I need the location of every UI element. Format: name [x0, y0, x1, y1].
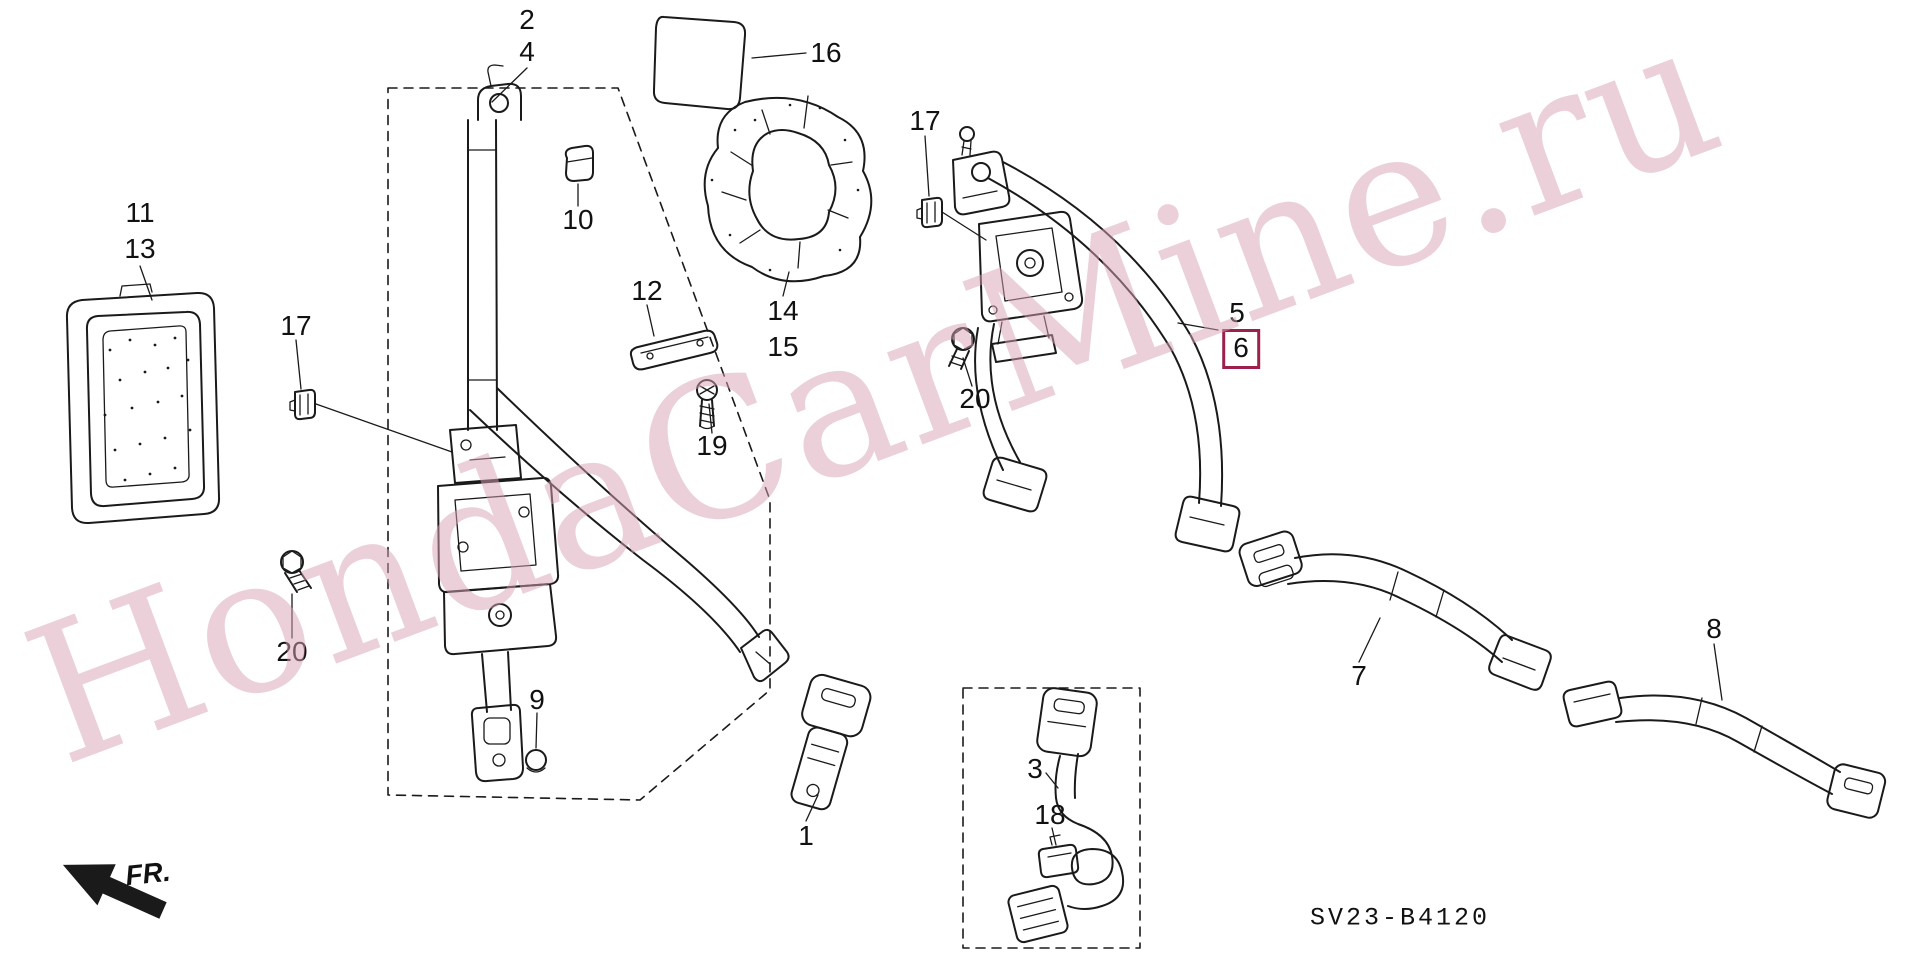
part-label-7[interactable]: 7 — [1351, 660, 1367, 691]
part-label-11[interactable]: 11 — [125, 197, 155, 228]
part-label-16[interactable]: 16 — [810, 37, 842, 68]
part-label-1[interactable]: 1 — [798, 820, 814, 851]
part-20-bolt-right — [948, 327, 975, 370]
part-label-8[interactable]: 8 — [1706, 613, 1722, 644]
part-label-3[interactable]: 3 — [1027, 753, 1043, 784]
part-16-cap — [652, 15, 747, 111]
part-label-14[interactable]: 14 — [767, 295, 799, 326]
part-1-outer-buckle — [790, 673, 872, 811]
part-12-bracket — [629, 329, 719, 371]
part-label-13[interactable]: 13 — [124, 233, 156, 264]
part-17-clip-left — [289, 388, 316, 421]
part-10-clip — [564, 144, 594, 182]
part-19-screw — [696, 379, 718, 430]
dashed-construction-lines — [387, 87, 1141, 949]
fr-direction-label: FR. — [123, 855, 172, 892]
leader-lines — [139, 52, 1723, 846]
part-8-rear-lap-belt — [1562, 680, 1887, 819]
part-label-20-left[interactable]: 20 — [276, 636, 308, 667]
part-label-15[interactable]: 15 — [767, 331, 799, 362]
part-11-13-anchor-cover — [65, 283, 221, 525]
part-label-9[interactable]: 9 — [529, 684, 545, 715]
part-label-10[interactable]: 10 — [562, 204, 594, 235]
part-20-bolt-left — [280, 550, 312, 593]
part-9-grommet — [525, 749, 547, 773]
part-label-18[interactable]: 18 — [1034, 799, 1066, 830]
part-label-4[interactable]: 4 — [519, 36, 535, 67]
part-2-4-front-seat-belt — [437, 64, 790, 783]
part-label-20-right[interactable]: 20 — [959, 383, 991, 414]
diagram-code: SV23-B4120 — [1309, 903, 1491, 933]
part-label-12[interactable]: 12 — [631, 275, 663, 306]
part-14-15-anchor-boot — [703, 95, 873, 283]
part-7-center-lap-belt — [1238, 530, 1552, 691]
part-3-18-inner-buckle — [1007, 687, 1124, 944]
part-label-2[interactable]: 2 — [519, 4, 535, 35]
part-label-19[interactable]: 19 — [696, 430, 728, 461]
fr-direction-arrow-icon — [62, 864, 167, 919]
part-label-6-selected[interactable]: 6 — [1222, 329, 1260, 369]
part-label-17-right[interactable]: 17 — [909, 105, 941, 136]
part-label-17-left[interactable]: 17 — [280, 310, 312, 341]
part-label-5[interactable]: 5 — [1229, 297, 1245, 328]
part-17-clip-right — [916, 196, 943, 229]
part-5-6-rear-side-seat-belt — [952, 126, 1241, 553]
